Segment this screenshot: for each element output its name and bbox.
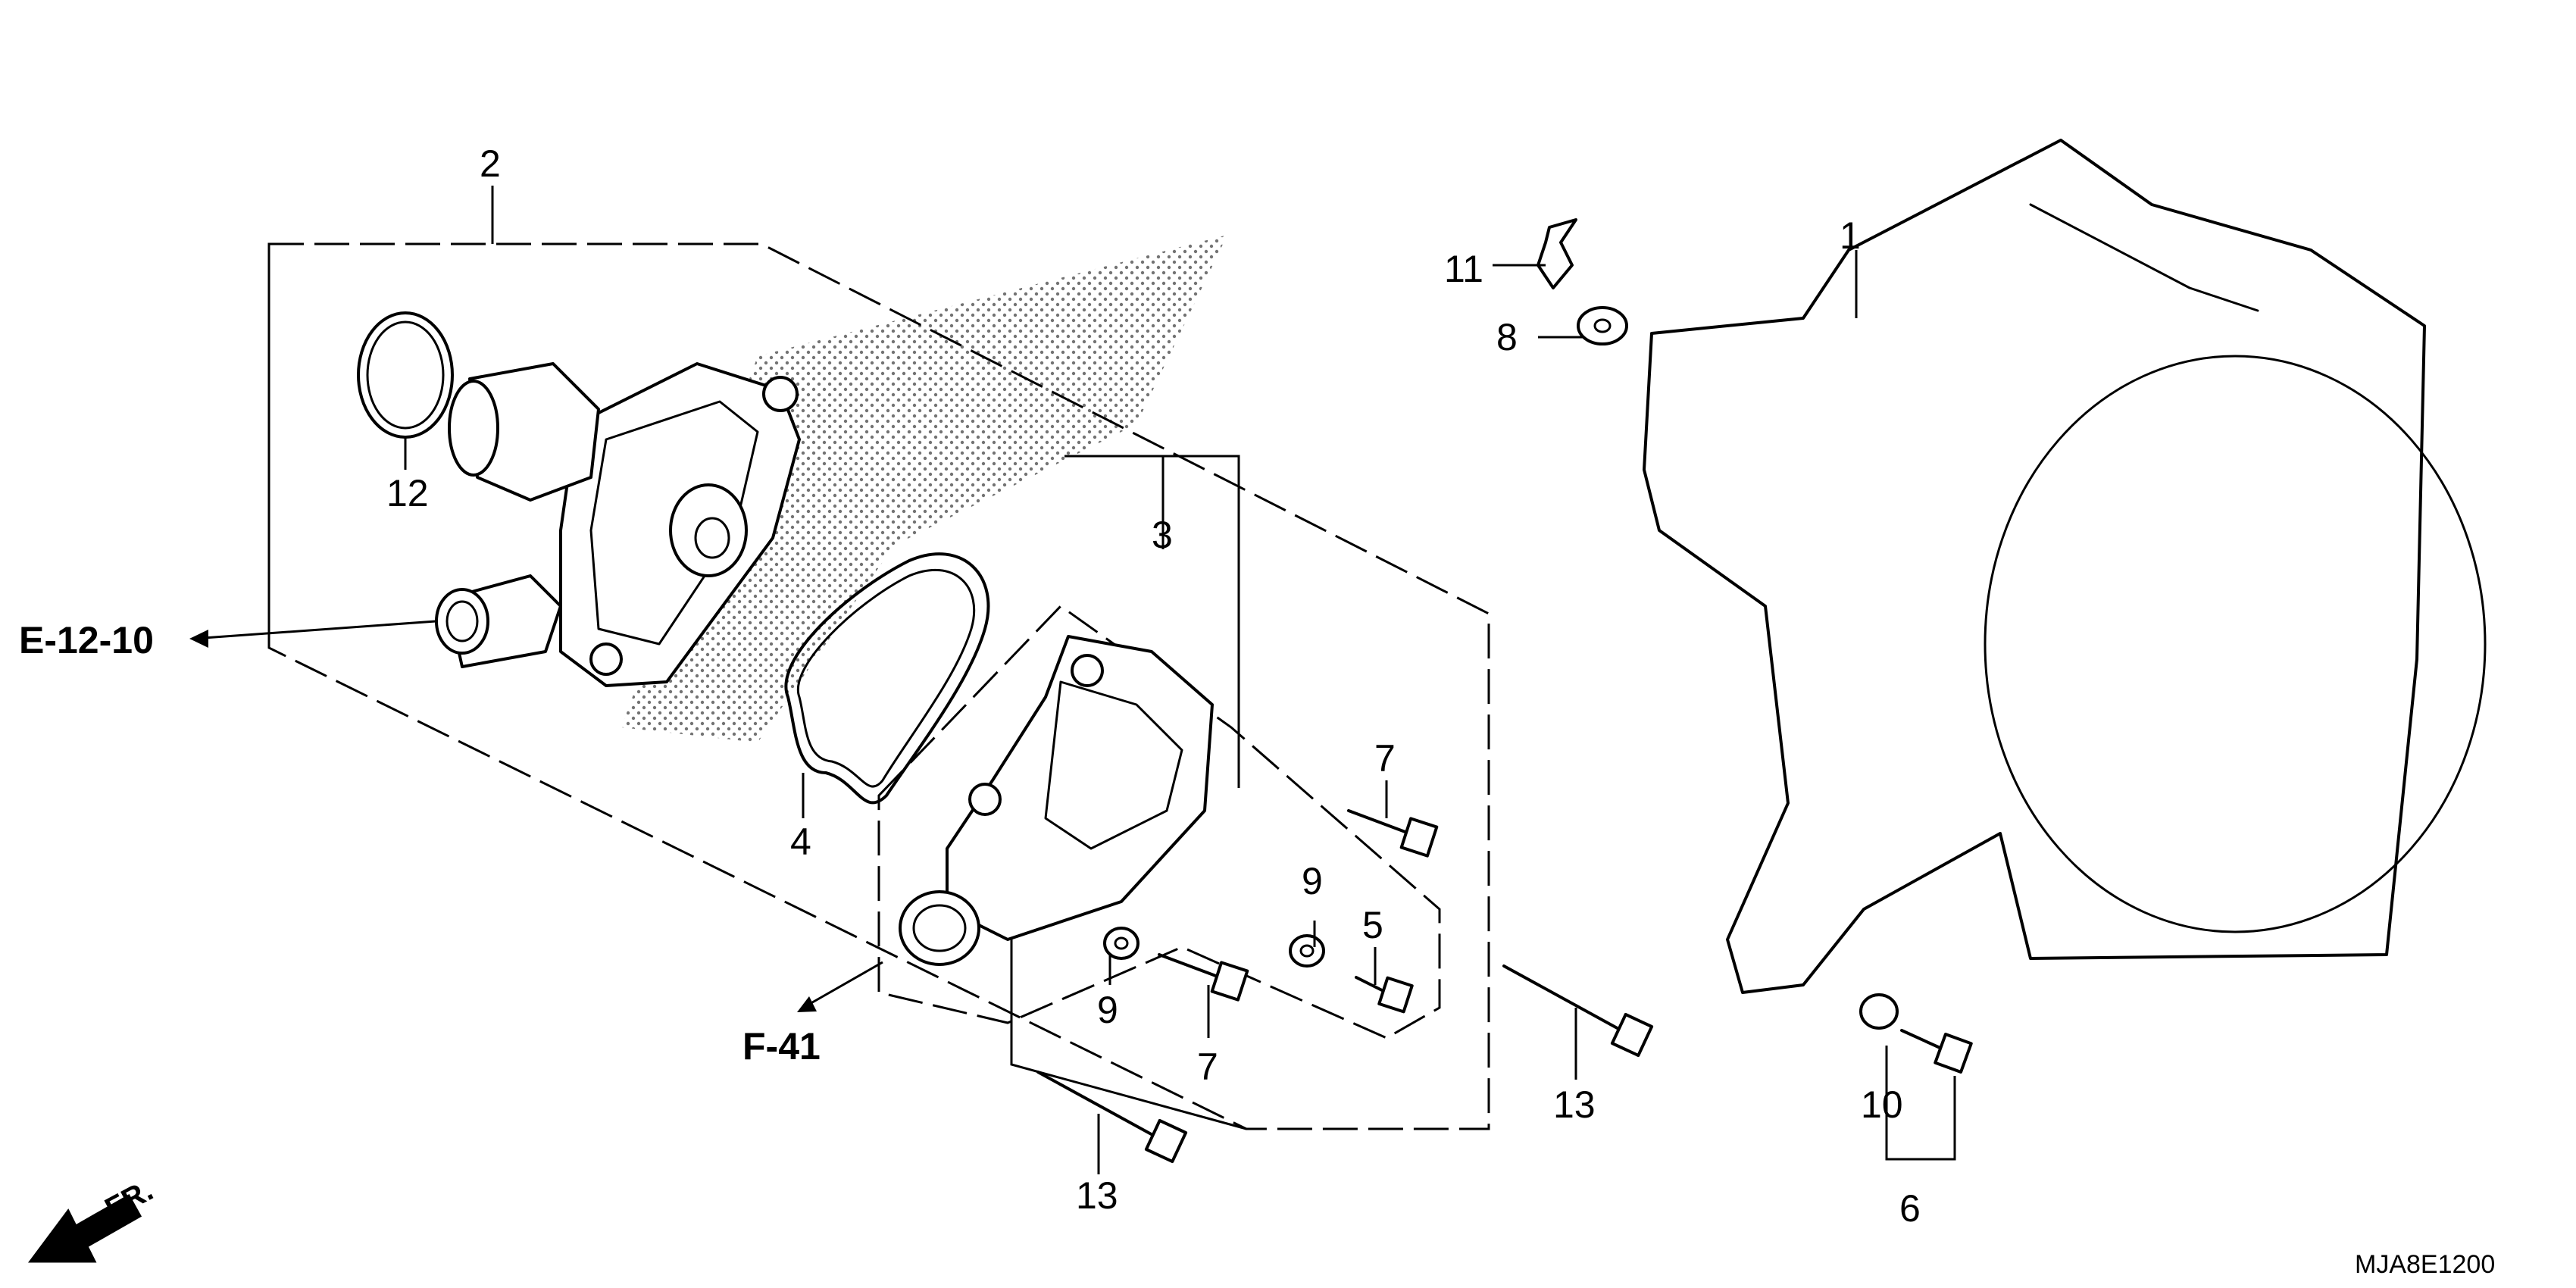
diagram-code: MJA8E1200 xyxy=(2355,1250,2495,1279)
leader-f-ref xyxy=(802,961,883,1009)
bolt-part-7a xyxy=(1347,809,1439,858)
callout-9b: 9 xyxy=(1097,989,1118,1031)
callout-6: 6 xyxy=(1899,1187,1921,1230)
callout-13b: 13 xyxy=(1553,1083,1596,1126)
bracket-3 xyxy=(1064,455,1240,788)
callout-4: 4 xyxy=(790,821,811,863)
o-ring-part xyxy=(357,311,454,439)
callout-11: 11 xyxy=(1444,248,1483,290)
front-direction-arrow: FR. xyxy=(28,1174,158,1263)
arrowhead-f-ref xyxy=(797,996,817,1012)
bolt-part-6 xyxy=(1900,1029,1973,1074)
bolt-part-10 xyxy=(1859,993,1899,1030)
bolt-part-7b xyxy=(1158,953,1249,1002)
callout-7b: 7 xyxy=(1197,1046,1218,1088)
callout-7a: 7 xyxy=(1374,737,1396,780)
bolt-part-13b xyxy=(1502,964,1654,1058)
callout-2: 2 xyxy=(480,142,501,185)
reference-e-12-10: E-12-10 xyxy=(19,619,154,661)
bracket-6 xyxy=(1885,1046,1956,1161)
washer-part-9b xyxy=(1289,934,1325,968)
arrowhead-e-ref xyxy=(189,630,208,648)
gasket-inner xyxy=(796,568,976,788)
callout-8: 8 xyxy=(1496,316,1518,358)
shading-band xyxy=(621,235,1227,742)
cover-part xyxy=(1643,139,2487,994)
washer-part-8 xyxy=(1577,306,1628,345)
reference-f-41: F-41 xyxy=(742,1025,821,1068)
pump-cover-part xyxy=(899,635,1214,966)
callout-13a: 13 xyxy=(1076,1174,1118,1217)
callout-5: 5 xyxy=(1362,904,1383,946)
callout-9a: 9 xyxy=(1302,860,1323,902)
callout-3: 3 xyxy=(1152,514,1173,556)
water-pump-part xyxy=(435,362,801,687)
gasket-part xyxy=(784,552,990,805)
callout-1: 1 xyxy=(1840,214,1861,257)
callout-12: 12 xyxy=(386,472,429,514)
bolt-part-13a xyxy=(1036,1071,1188,1164)
washer-part-9a xyxy=(1103,927,1140,960)
bolt-part-5 xyxy=(1355,976,1414,1014)
callout-10: 10 xyxy=(1861,1083,1903,1126)
clip-part xyxy=(1537,218,1577,289)
leader-e-ref xyxy=(192,620,436,640)
